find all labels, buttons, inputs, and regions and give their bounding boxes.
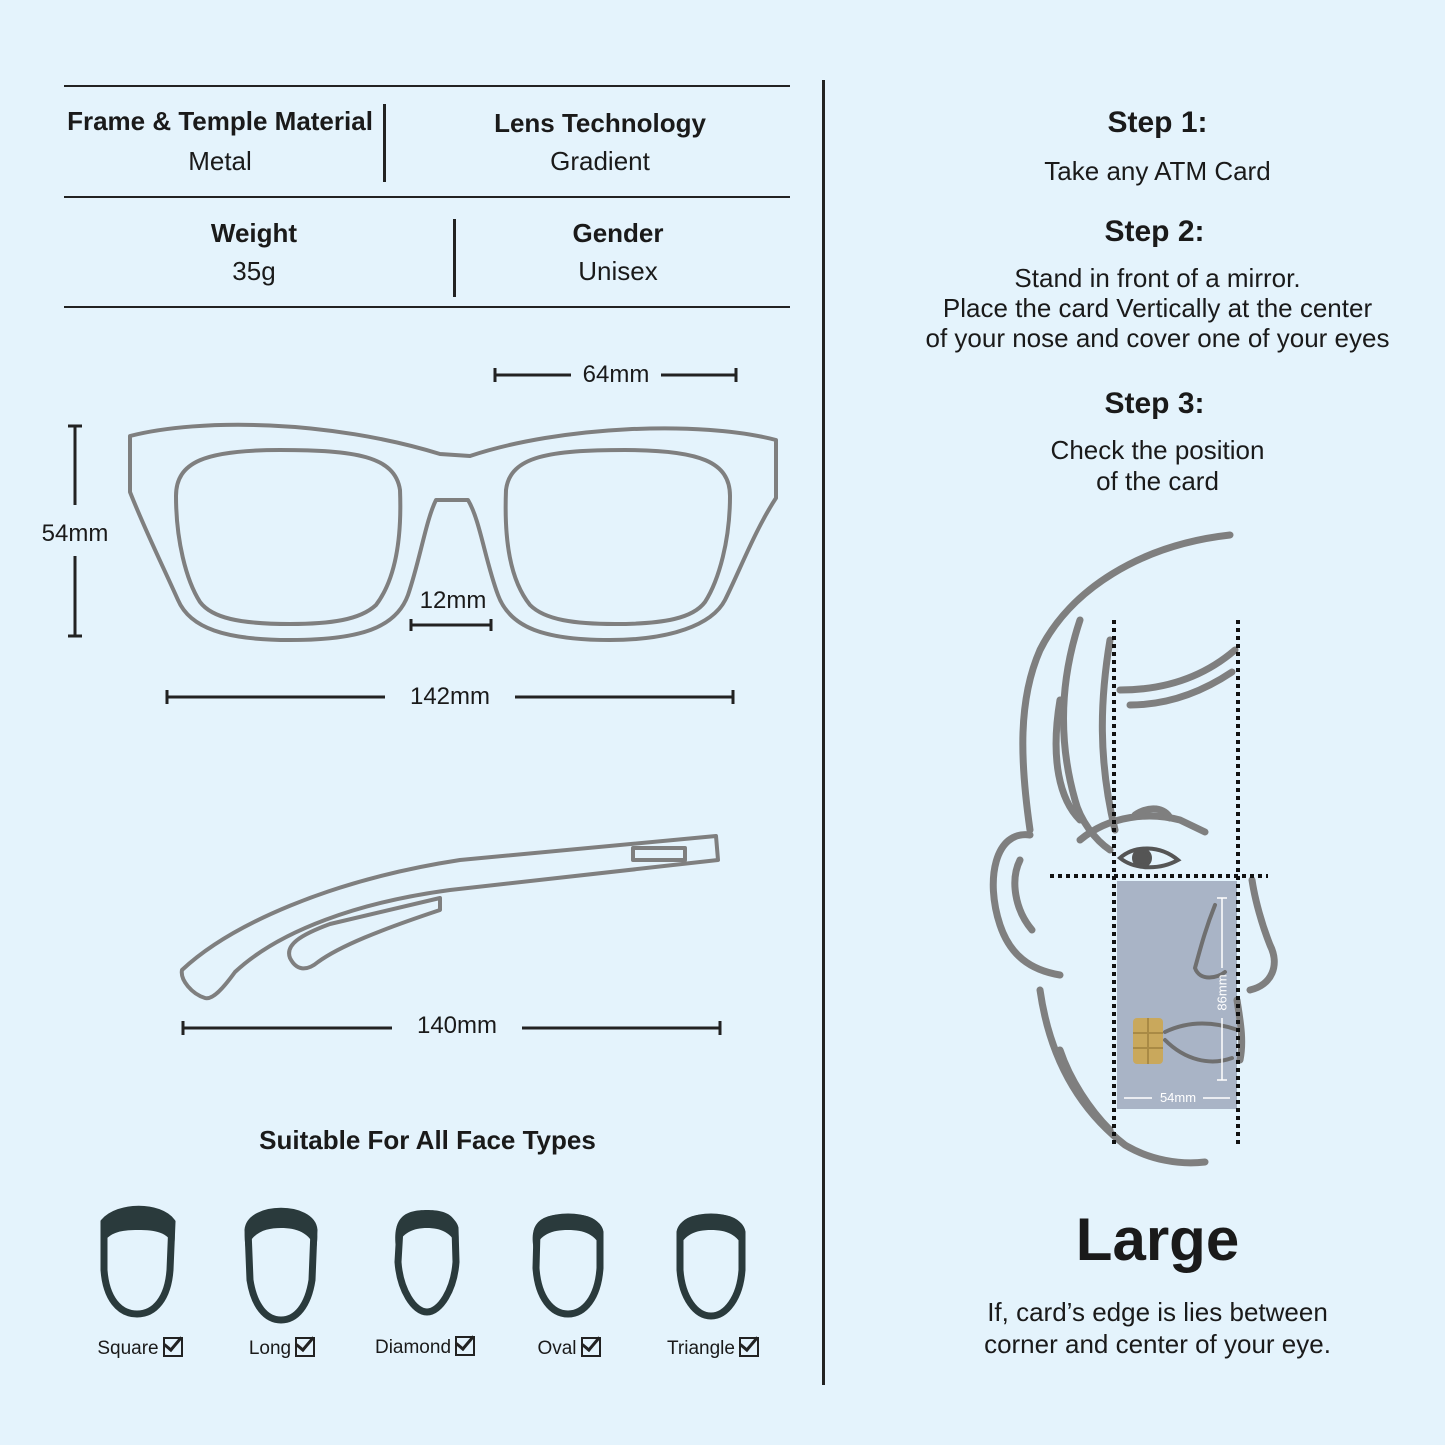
face-label-long: Long (222, 1337, 342, 1360)
step3-title: Step 3: (1104, 387, 1205, 420)
size-result: Large (1075, 1206, 1240, 1273)
step1-title: Step 1: (1107, 106, 1208, 139)
atm-card (1117, 881, 1237, 1109)
face-label-oval: Oval (509, 1337, 629, 1360)
face-label-triangle: Triangle (653, 1337, 773, 1360)
lens-technology-value: Gradient (550, 146, 650, 176)
result-line2: corner and center of your eye. (984, 1329, 1331, 1359)
table-rule-middle (64, 196, 790, 198)
lens-technology-title: Lens Technology (494, 108, 706, 138)
step3-line2: of the card (1096, 466, 1219, 496)
weight-title: Weight (210, 218, 298, 248)
step2-title: Step 2: (1104, 215, 1205, 248)
step2-line1: Stand in front of a mirror. (1014, 263, 1301, 293)
table-rule-bottom (64, 306, 790, 308)
bridge-label: 12mm (419, 587, 487, 614)
lens-height-label: 54mm (41, 520, 109, 547)
frame-material-value: Metal (188, 146, 252, 176)
check-icon (295, 1337, 316, 1357)
step3-line1: Check the position (1050, 435, 1265, 465)
gender-title: Gender (572, 218, 664, 248)
card-width-label: 54mm (1159, 1090, 1197, 1105)
check-icon (738, 1337, 759, 1357)
lens-width-label: 64mm (571, 361, 661, 389)
result-line1: If, card’s edge is lies between (987, 1297, 1328, 1327)
step2-line2: Place the card Vertically at the center (942, 293, 1373, 323)
weight-value: 35g (232, 256, 276, 286)
column-divider (822, 80, 825, 1385)
frame-material-title: Frame & Temple Material (67, 106, 373, 136)
face-types-title: Suitable For All Face Types (259, 1125, 596, 1155)
step1-text: Take any ATM Card (1044, 156, 1271, 186)
gender-value: Unisex (578, 256, 658, 286)
table-divider-1 (383, 104, 386, 182)
temple-length-label: 140mm (392, 1012, 522, 1040)
table-divider-2 (453, 219, 456, 297)
frame-width-label: 142mm (385, 683, 515, 711)
face-label-diamond: Diamond (365, 1336, 485, 1359)
step2-line3: of your nose and cover one of your eyes (925, 323, 1390, 353)
table-rule-top (64, 85, 790, 87)
check-icon (455, 1336, 476, 1356)
check-icon (580, 1337, 601, 1357)
face-label-square: Square (80, 1337, 200, 1360)
card-height-label: 86mm (1214, 974, 1230, 1011)
check-icon (162, 1337, 183, 1357)
